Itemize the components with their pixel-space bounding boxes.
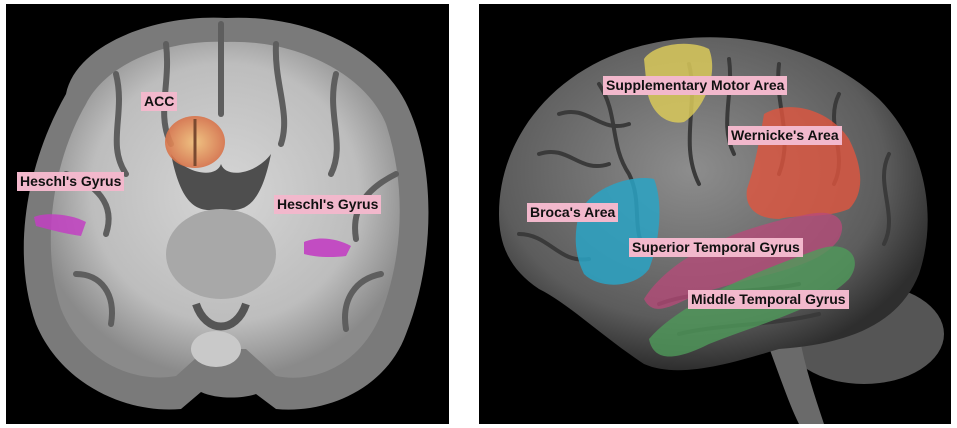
heschl-right-label: Heschl's Gyrus bbox=[274, 195, 381, 214]
sma-label: Supplementary Motor Area bbox=[603, 76, 787, 95]
mtg-label: Middle Temporal Gyrus bbox=[688, 290, 849, 309]
acc-label: ACC bbox=[141, 92, 177, 111]
stg-label: Superior Temporal Gyrus bbox=[629, 238, 803, 257]
coronal-mri-panel bbox=[6, 4, 449, 424]
wernicke-label: Wernicke's Area bbox=[728, 126, 842, 145]
heschl-left-label: Heschl's Gyrus bbox=[17, 172, 124, 191]
broca-label: Broca's Area bbox=[527, 203, 618, 222]
coronal-brain-image bbox=[6, 4, 449, 424]
